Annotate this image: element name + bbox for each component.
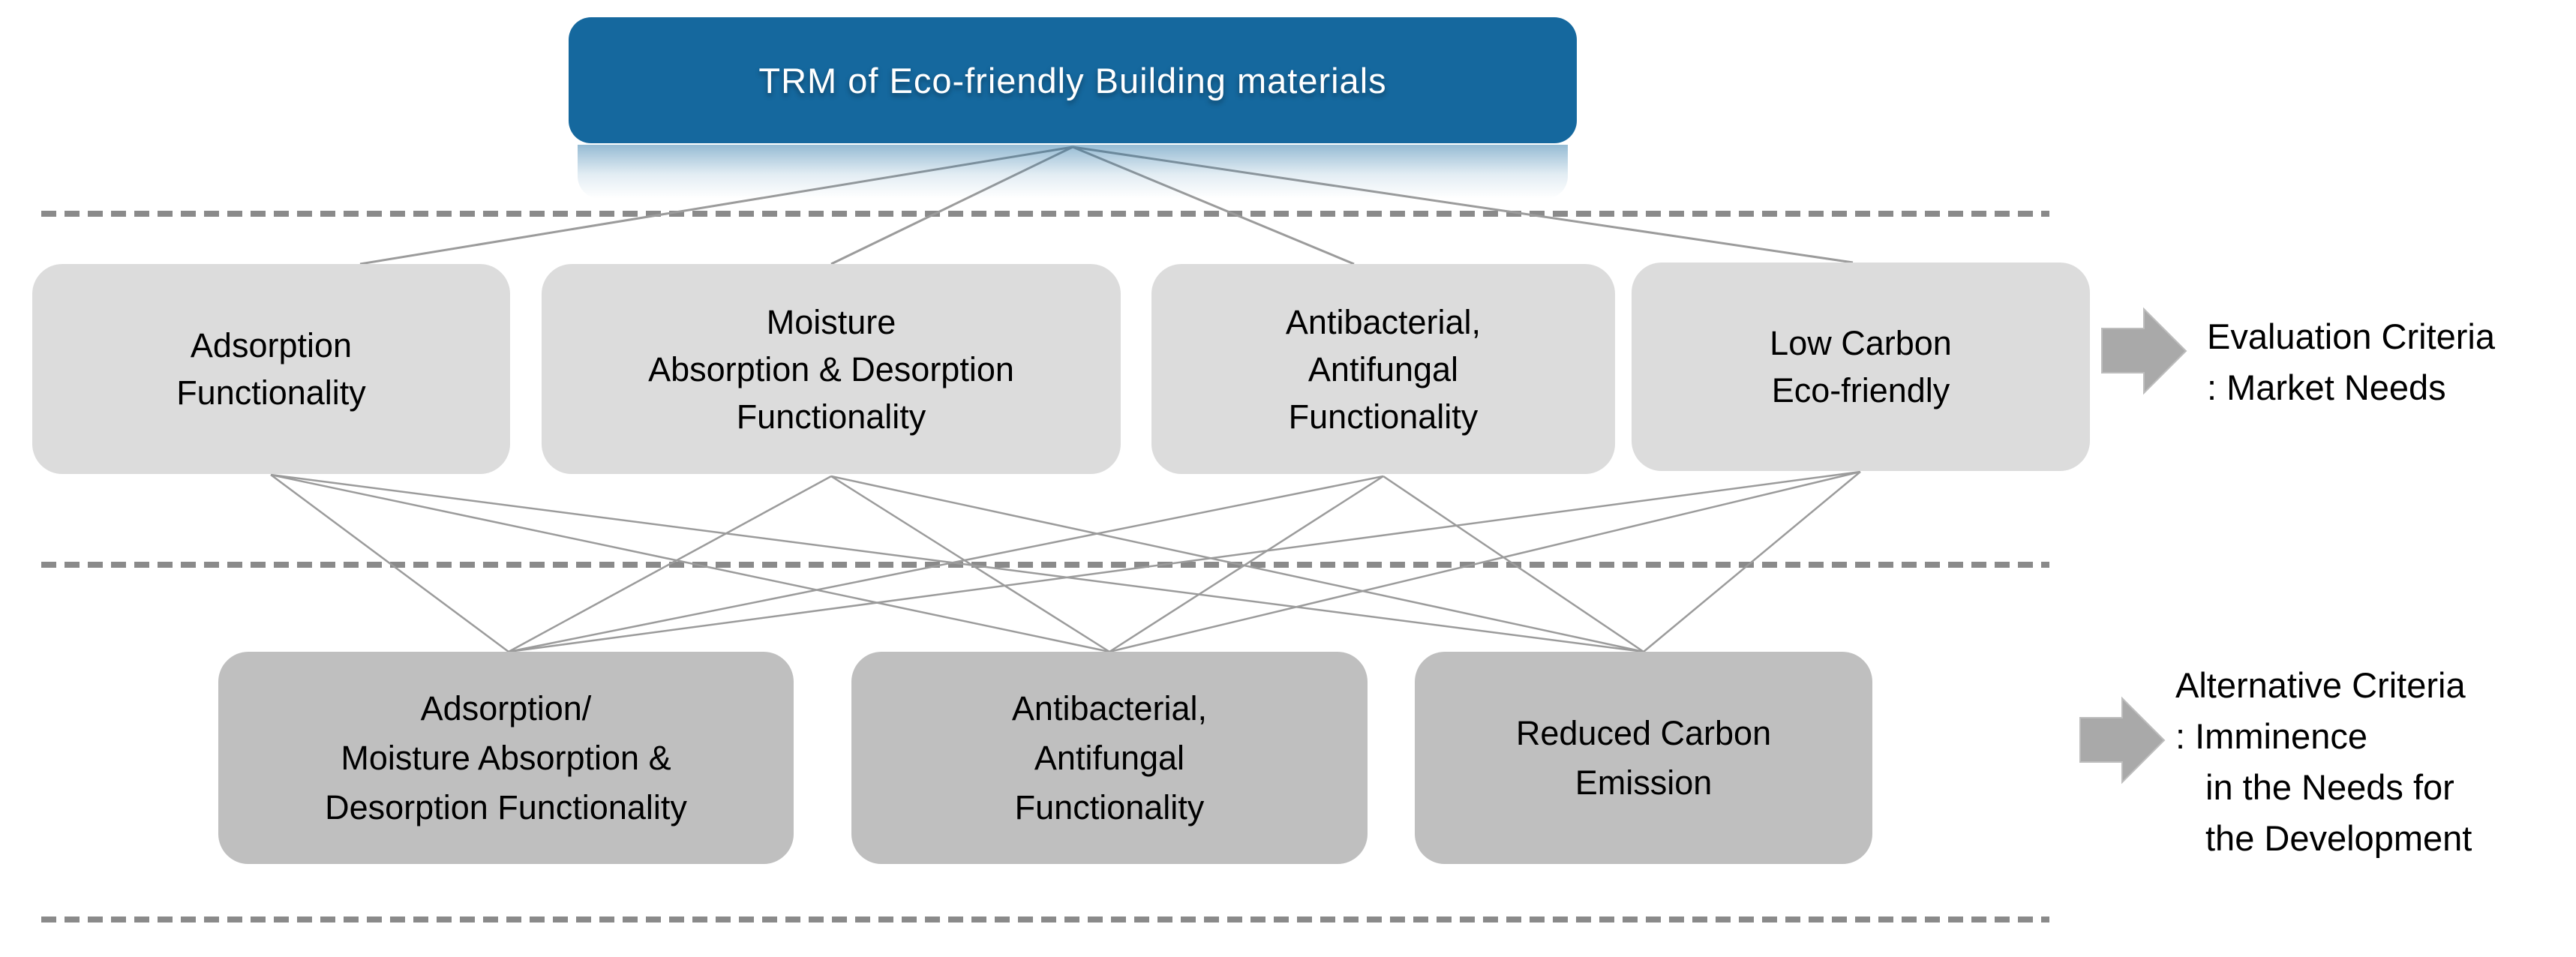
connector-title-lowcarbon [1072, 146, 1854, 264]
connector-d-g [1643, 471, 1861, 652]
connector-title-antibacterial [1072, 146, 1355, 266]
alternative-criteria-label: Alternative Criteria : Imminence in the … [2175, 660, 2472, 864]
box-reduced-carbon-emission: Reduced Carbon Emission [1415, 652, 1872, 864]
alternative-arrow-right-icon [2079, 696, 2166, 784]
connector-c-f [1109, 475, 1384, 653]
box-moisture-absorption-desorption: Moisture Absorption & Desorption Functio… [542, 264, 1121, 474]
connector-a-g [270, 473, 1644, 653]
evaluation-criteria-line1: Evaluation Criteria [2207, 316, 2496, 356]
title-to-row1-connectors [359, 146, 1854, 266]
box-adsorption-moisture-desorption: Adsorption/ Moisture Absorption & Desorp… [218, 652, 794, 864]
connector-b-e [508, 475, 832, 653]
row1-to-row2-connectors [270, 470, 1861, 653]
title-reflection [578, 145, 1568, 199]
alternative-criteria-line4: the Development [2205, 818, 2472, 858]
connector-title-adsorption [359, 146, 1073, 266]
alternative-criteria-line1: Alternative Criteria [2175, 665, 2466, 705]
connector-b-f [830, 475, 1110, 653]
box-antibacterial-antifungal: Antibacterial, Antifungal Functionality [1151, 264, 1615, 474]
connector-b-g [830, 475, 1644, 653]
connector-c-g [1383, 475, 1644, 653]
box-antibacterial-antifungal-alt: Antibacterial, Antifungal Functionality [851, 652, 1368, 864]
connector-c-e [508, 475, 1384, 653]
alternative-criteria-line3: in the Needs for [2205, 767, 2454, 807]
connector-a-f [270, 473, 1110, 653]
box-adsorption-functionality: Adsorption Functionality [32, 264, 510, 474]
title-box: TRM of Eco-friendly Building materials [569, 17, 1577, 143]
connector-d-f [1109, 470, 1861, 653]
connector-d-e [508, 470, 1861, 653]
alternative-criteria-line2: : Imminence [2175, 716, 2367, 756]
connector-a-e [270, 473, 509, 653]
evaluation-criteria-label: Evaluation Criteria : Market Needs [2207, 311, 2495, 413]
connector-title-moisture [830, 146, 1073, 266]
evaluation-arrow-right-icon [2101, 307, 2187, 395]
box-low-carbon-eco-friendly: Low Carbon Eco-friendly [1632, 262, 2090, 471]
dashed-separator-lines [41, 211, 2049, 922]
evaluation-criteria-line2: : Market Needs [2207, 368, 2446, 407]
